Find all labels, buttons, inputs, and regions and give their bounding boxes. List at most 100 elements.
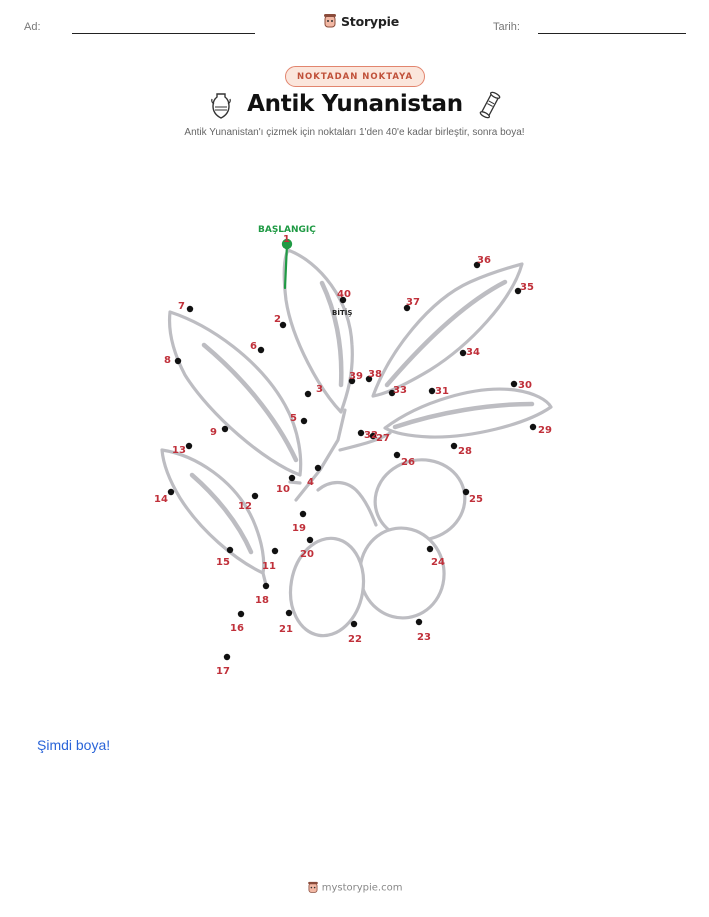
dot-number-33: 33 xyxy=(393,385,407,396)
dot-10 xyxy=(288,474,296,482)
brand-logo: Storypie xyxy=(323,13,399,29)
dot-19 xyxy=(299,510,307,518)
date-label: Tarih: xyxy=(493,21,520,33)
dot-number-23: 23 xyxy=(417,632,431,643)
dot-25 xyxy=(462,488,470,496)
scroll-icon xyxy=(479,91,501,119)
dot-number-20: 20 xyxy=(300,549,314,560)
dot-26 xyxy=(393,451,401,459)
dot-number-8: 8 xyxy=(164,355,171,366)
dot-18 xyxy=(262,582,270,590)
olive-outline xyxy=(288,536,366,638)
page-title: Antik Yunanistan xyxy=(247,91,463,117)
dot-37 xyxy=(403,304,411,312)
leaf-vein xyxy=(384,279,508,388)
dot-16 xyxy=(237,610,245,618)
dot-number-12: 12 xyxy=(238,501,252,512)
dot-number-25: 25 xyxy=(469,494,483,505)
leaf-vein xyxy=(201,342,299,463)
dot-number-22: 22 xyxy=(348,634,362,645)
dot-number-30: 30 xyxy=(518,380,532,391)
start-label: BAŞLANGIÇ xyxy=(258,225,316,235)
dot-21 xyxy=(285,609,293,617)
dot-38 xyxy=(365,375,373,383)
dot-11 xyxy=(271,547,279,555)
dot-number-34: 34 xyxy=(466,347,480,358)
stem-outline xyxy=(288,408,392,502)
start-guide-line xyxy=(283,242,289,290)
footer: mystorypie.com xyxy=(0,881,709,894)
dot-number-9: 9 xyxy=(210,427,217,438)
dot-30 xyxy=(510,380,518,388)
dot-31 xyxy=(428,387,436,395)
dot-14 xyxy=(167,488,175,496)
stem-outline xyxy=(316,480,378,527)
dot-number-28: 28 xyxy=(458,446,472,457)
instructions: Antik Yunanistan'ı çizmek için noktaları… xyxy=(184,127,525,138)
footer-site: mystorypie.com xyxy=(321,882,403,894)
dot-number-35: 35 xyxy=(520,282,534,293)
dot-number-36: 36 xyxy=(477,255,491,266)
dot-number-14: 14 xyxy=(154,494,168,505)
leaf-vein xyxy=(392,401,535,430)
dot-32 xyxy=(357,429,365,437)
dot-number-38: 38 xyxy=(368,369,382,380)
leaf-outline xyxy=(167,310,303,477)
amphora-icon xyxy=(211,93,231,119)
brand-name: Storypie xyxy=(341,13,399,29)
dot-33 xyxy=(388,389,396,397)
dot-number-17: 17 xyxy=(216,666,230,677)
dot-number-3: 3 xyxy=(316,384,323,395)
dot-39 xyxy=(348,377,356,385)
dot-12 xyxy=(251,492,259,500)
dot-8 xyxy=(174,357,182,365)
dot-number-6: 6 xyxy=(250,341,257,352)
leaf-vein xyxy=(189,472,254,555)
dot-20 xyxy=(306,536,314,544)
dot-28 xyxy=(450,442,458,450)
dot-number-39: 39 xyxy=(349,371,363,382)
dot-15 xyxy=(226,546,234,554)
dot-9 xyxy=(221,425,229,433)
dot-40 xyxy=(339,296,347,304)
dot-5 xyxy=(300,417,308,425)
dot-number-1: 1 xyxy=(283,234,290,245)
dot-number-27: 27 xyxy=(376,433,390,444)
dot-number-13: 13 xyxy=(172,445,186,456)
leaf-outline xyxy=(383,387,553,439)
dot-number-19: 19 xyxy=(292,523,306,534)
dot-35 xyxy=(514,287,522,295)
dot-number-7: 7 xyxy=(178,301,185,312)
dot-number-31: 31 xyxy=(435,386,449,397)
dot-13 xyxy=(185,442,193,450)
leaf-outline xyxy=(282,248,354,414)
dot-7 xyxy=(186,305,194,313)
dot-number-2: 2 xyxy=(274,314,281,325)
dot-27 xyxy=(369,432,377,440)
dot-24 xyxy=(426,545,434,553)
leaf-vein xyxy=(319,280,344,388)
storypie-mascot-icon xyxy=(324,14,336,28)
dot-number-10: 10 xyxy=(276,484,290,495)
dot-3 xyxy=(304,390,312,398)
dot-23 xyxy=(415,618,423,626)
leaf-outline xyxy=(371,262,524,398)
name-line[interactable] xyxy=(72,33,255,34)
dot-29 xyxy=(529,423,537,431)
dot-36 xyxy=(473,261,481,269)
dot-2 xyxy=(279,321,287,329)
storypie-footer-icon xyxy=(307,881,318,893)
dot-number-4: 4 xyxy=(307,477,314,488)
dot-6 xyxy=(257,346,265,354)
dot-number-5: 5 xyxy=(290,413,297,424)
dot-number-11: 11 xyxy=(262,561,276,572)
start-dot xyxy=(281,238,293,250)
dot-17 xyxy=(223,653,231,661)
dot-number-29: 29 xyxy=(538,425,552,436)
dot-number-15: 15 xyxy=(216,557,230,568)
date-line[interactable] xyxy=(538,33,686,34)
dot-number-18: 18 xyxy=(255,595,269,606)
end-label: BİTİŞ xyxy=(332,309,353,317)
